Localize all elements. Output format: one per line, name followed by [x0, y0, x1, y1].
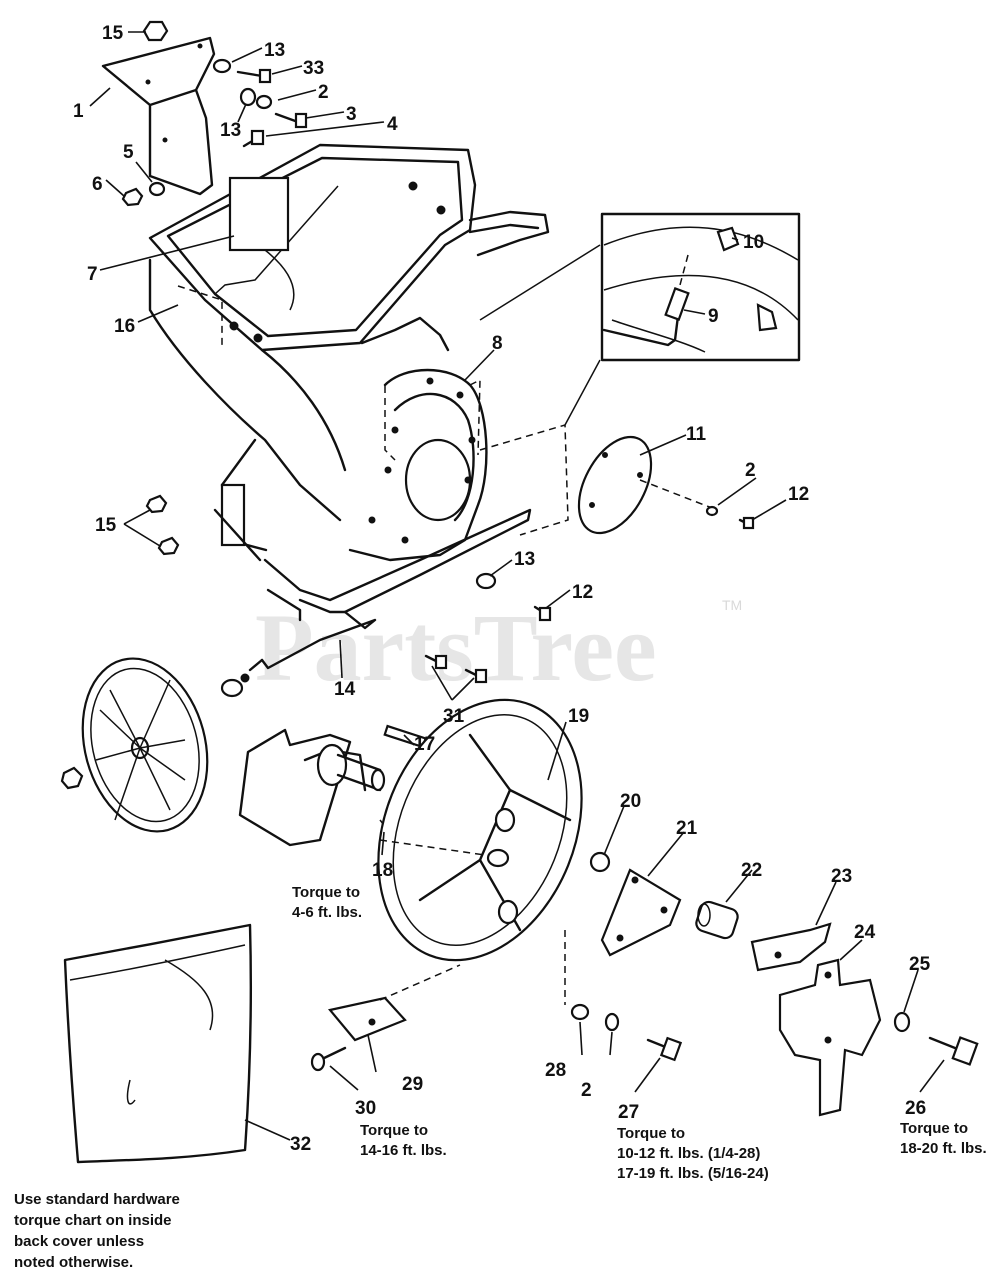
- torque-note-line: 18-20 ft. lbs.: [900, 1140, 987, 1157]
- collection-bag: [63, 923, 252, 1164]
- torque-note-line: 10-12 ft. lbs. (1/4-28): [617, 1145, 760, 1162]
- part-label-9: 9: [708, 306, 719, 327]
- part-label-23: 23: [831, 866, 852, 887]
- part-label-7: 7: [87, 264, 98, 285]
- flywheel-hardware: [564, 851, 979, 1117]
- part-label-2: 2: [318, 82, 329, 103]
- footnote-line: torque chart on inside: [14, 1212, 172, 1229]
- part-label-15: 15: [95, 515, 117, 536]
- part-label-22: 22: [741, 860, 762, 881]
- flywheel: [377, 698, 583, 962]
- chipper-blade: [310, 964, 461, 1072]
- hopper-mount-bracket: [101, 36, 216, 196]
- part-label-4: 4: [387, 114, 398, 135]
- torque-note-part30: Torque to 14-16 ft. lbs.: [360, 1122, 447, 1159]
- part-number-labels: 15 1 13 33 2 13 3 4 5 6 7 10 9 16 8 11 2…: [73, 23, 931, 1155]
- part-label-3: 3: [346, 104, 357, 125]
- part-label-18: 18: [372, 860, 393, 881]
- wheel: [60, 657, 209, 833]
- part-label-13: 13: [514, 549, 535, 570]
- torque-note-line: 4-6 ft. lbs.: [292, 904, 362, 921]
- part-label-15: 15: [102, 23, 124, 44]
- watermark-text: PartsTree: [255, 594, 657, 701]
- torque-note-part26: Torque to 18-20 ft. lbs.: [900, 1120, 987, 1157]
- part-label-12: 12: [788, 484, 809, 505]
- footnote-line: noted otherwise.: [14, 1254, 133, 1271]
- inset-detail-box: [479, 212, 801, 426]
- torque-note-line: 17-19 ft. lbs. (5/16-24): [617, 1165, 769, 1182]
- part-label-20: 20: [620, 791, 641, 812]
- part-label-30: 30: [355, 1098, 376, 1119]
- part-label-13: 13: [220, 120, 241, 141]
- part-label-13: 13: [264, 40, 285, 61]
- torque-note-line: Torque to: [360, 1122, 428, 1139]
- part-label-16: 16: [114, 316, 135, 337]
- part-label-21: 21: [676, 818, 698, 839]
- frame-fasteners: [145, 494, 552, 684]
- part-label-14: 14: [334, 679, 356, 700]
- part-label-24: 24: [854, 922, 876, 943]
- hopper-assembly: [148, 143, 550, 552]
- torque-note-part18: Torque to 4-6 ft. lbs.: [292, 884, 362, 921]
- chipper-housing: [348, 368, 488, 562]
- bracket-hardware: [121, 20, 308, 207]
- part-label-32: 32: [290, 1134, 311, 1155]
- part-label-5: 5: [123, 142, 134, 163]
- torque-note-line: 14-16 ft. lbs.: [360, 1142, 447, 1159]
- part-label-28: 28: [545, 1060, 566, 1081]
- torque-note-line: Torque to: [617, 1125, 685, 1142]
- part-label-29: 29: [402, 1074, 423, 1095]
- access-cover: [479, 424, 755, 536]
- part-label-33: 33: [303, 58, 324, 79]
- leader-lines: [89, 31, 945, 1141]
- footnote-line: Use standard hardware: [14, 1191, 180, 1208]
- engine-block: [238, 724, 427, 847]
- part-label-11: 11: [686, 424, 707, 445]
- part-label-17: 17: [414, 734, 435, 755]
- part-label-10: 10: [743, 232, 764, 253]
- footnote-line: back cover unless: [14, 1233, 144, 1250]
- torque-note-line: Torque to: [900, 1120, 968, 1137]
- part-label-2: 2: [745, 460, 756, 481]
- part-label-26: 26: [905, 1098, 926, 1119]
- frame-axle: [213, 508, 532, 698]
- watermark-trademark: TM: [722, 597, 742, 613]
- part-label-31: 31: [443, 706, 465, 727]
- part-label-6: 6: [92, 174, 103, 195]
- part-label-1: 1: [73, 101, 84, 122]
- torque-note-line: Torque to: [292, 884, 360, 901]
- part-label-12: 12: [572, 582, 593, 603]
- part-label-8: 8: [492, 333, 503, 354]
- part-label-25: 25: [909, 954, 931, 975]
- hardware-footnote: Use standard hardware torque chart on in…: [14, 1191, 180, 1271]
- part-label-2: 2: [581, 1080, 592, 1101]
- part-label-19: 19: [568, 706, 589, 727]
- torque-note-part27: Torque to 10-12 ft. lbs. (1/4-28) 17-19 …: [617, 1125, 769, 1182]
- part-label-27: 27: [618, 1102, 639, 1123]
